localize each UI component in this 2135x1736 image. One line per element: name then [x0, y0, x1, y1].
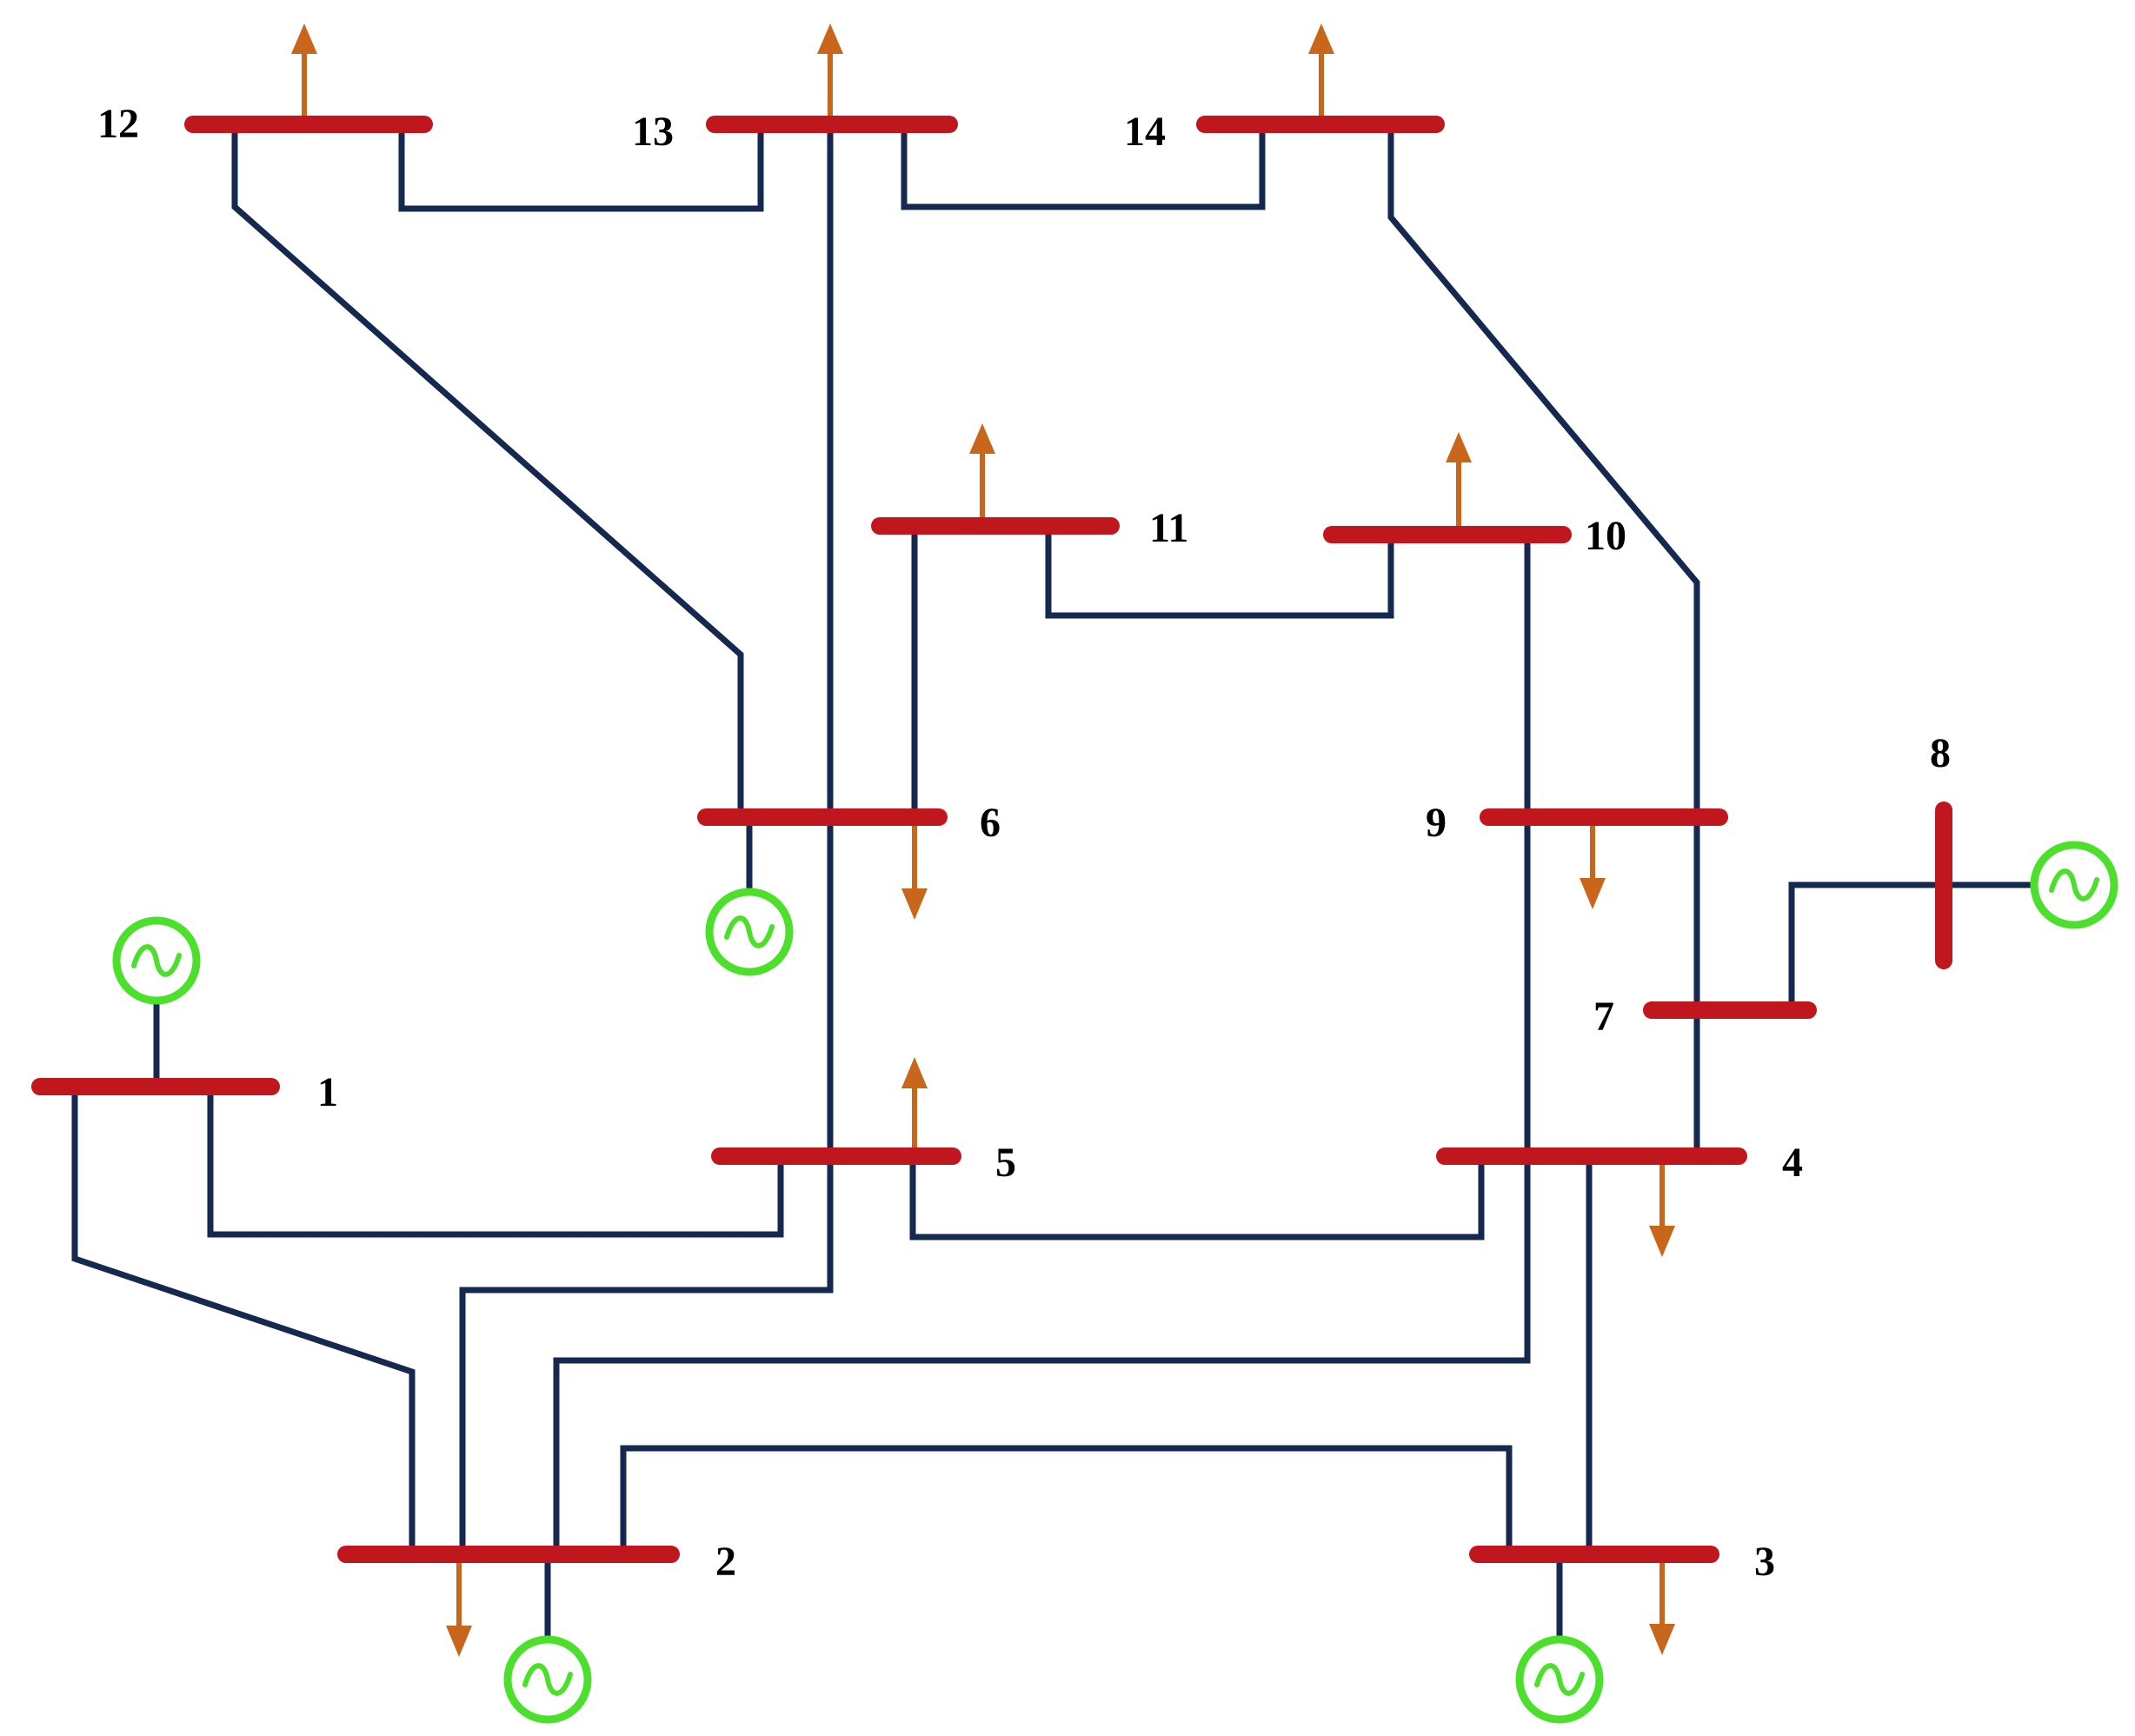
bus-label-3: 3	[1754, 1539, 1775, 1585]
generator-2-icon[interactable]	[503, 1635, 592, 1724]
generators	[112, 841, 2118, 1724]
line-13-14[interactable]	[901, 124, 1266, 210]
load-13-arrow	[817, 23, 843, 124]
generator-6-icon[interactable]	[705, 888, 794, 976]
load-14-arrow	[1308, 23, 1334, 124]
load-5-arrow	[901, 1057, 928, 1156]
line-4-5[interactable]	[909, 1156, 1485, 1240]
line-12-13[interactable]	[398, 124, 764, 212]
line-2-4[interactable]	[553, 1156, 1531, 1554]
generator-3-icon[interactable]	[1515, 1635, 1604, 1724]
bus-label-1: 1	[317, 1069, 338, 1115]
bus-label-7: 7	[1593, 994, 1614, 1040]
transmission-lines	[71, 124, 1944, 1554]
line-1-5[interactable]	[207, 1087, 784, 1238]
bus-label-8: 8	[1930, 730, 1951, 776]
line-9-14[interactable]	[1387, 124, 1700, 817]
line-7-8[interactable]	[1788, 881, 1944, 1010]
bus-label-14: 14	[1124, 109, 1166, 155]
bus-bars	[31, 116, 1952, 1563]
bus-label-13: 13	[632, 109, 674, 155]
load-2-arrow	[446, 1554, 472, 1657]
load-10-arrow	[1446, 432, 1472, 535]
generator-1-icon[interactable]	[112, 916, 201, 1005]
bus-label-10: 10	[1585, 513, 1626, 559]
load-11-arrow	[969, 423, 995, 526]
line-10-11[interactable]	[1045, 526, 1394, 619]
load-3-arrow	[1649, 1554, 1675, 1655]
bus-label-4: 4	[1782, 1140, 1803, 1186]
line-1-2[interactable]	[71, 1087, 416, 1554]
bus-label-5: 5	[995, 1140, 1016, 1186]
bus-label-12: 12	[97, 101, 139, 147]
generator-connectors	[153, 817, 2034, 1646]
bus-label-6: 6	[980, 800, 1001, 846]
line-2-5[interactable]	[459, 1156, 834, 1554]
load-9-arrow	[1580, 817, 1606, 909]
load-6-arrow	[901, 817, 928, 920]
line-2-3[interactable]	[620, 1445, 1513, 1554]
generator-8-icon[interactable]	[2030, 841, 2118, 929]
bus-label-2: 2	[715, 1539, 736, 1585]
bus-label-9: 9	[1426, 800, 1447, 846]
loads	[291, 23, 1675, 1657]
load-12-arrow	[291, 23, 317, 124]
line-6-12[interactable]	[231, 124, 744, 817]
load-4-arrow	[1649, 1156, 1675, 1257]
bus-labels: 1 2 3 4 5 6 7 8 9 10 11 12 13 14	[97, 101, 1951, 1585]
bus-label-11: 11	[1149, 505, 1188, 551]
